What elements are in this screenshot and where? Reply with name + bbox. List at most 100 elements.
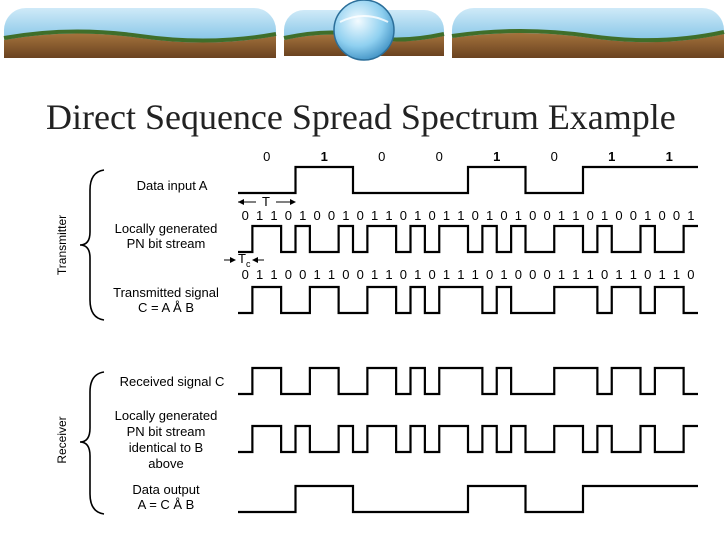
tx-bit-label-20: 0 [529, 267, 536, 282]
tx-bit-label-11: 0 [400, 267, 407, 282]
tx-bit-label-6: 1 [328, 267, 335, 282]
pn-bit-label-13: 0 [428, 208, 435, 223]
pn-bit-label-11: 0 [400, 208, 407, 223]
tx-bit-label-24: 1 [587, 267, 594, 282]
tx-bit-label-15: 1 [457, 267, 464, 282]
tx-bit-label-26: 1 [615, 267, 622, 282]
pn-bit-label-31: 1 [687, 208, 694, 223]
data-bit-label-3: 0 [436, 149, 443, 164]
tx-signal-label-2: C = A Å B [138, 300, 194, 315]
tx-bit-label-17: 0 [486, 267, 493, 282]
slide-title: Direct Sequence Spread Spectrum Example [46, 97, 676, 137]
bit-period-marker: T [238, 194, 296, 209]
tx-bit-label-4: 0 [299, 267, 306, 282]
tx-bit-label-7: 0 [342, 267, 349, 282]
tx-bit-label-13: 0 [428, 267, 435, 282]
pn-bit-label-1: 1 [256, 208, 263, 223]
rx-signal-label: Received signal C [120, 374, 225, 389]
tx-pn-label-2: PN bit stream [127, 236, 206, 251]
pn-bit-label-18: 0 [500, 208, 507, 223]
tx-bit-label-31: 0 [687, 267, 694, 282]
tx-bit-label-29: 1 [658, 267, 665, 282]
tx-signal-label-1: Transmitted signal [113, 285, 219, 300]
pn-bit-label-0: 0 [242, 208, 249, 223]
rx-pn-label-1: Locally generated [115, 408, 218, 423]
pn-bit-label-30: 0 [673, 208, 680, 223]
data-bit-label-5: 0 [551, 149, 558, 164]
pn-bit-label-16: 0 [472, 208, 479, 223]
data-bit-label-4: 1 [493, 149, 500, 164]
header-banner [3, 0, 725, 61]
pn-bit-label-27: 0 [630, 208, 637, 223]
tx-bit-label-16: 1 [472, 267, 479, 282]
tx-signal-waveform [238, 285, 698, 315]
tx-bit-label-1: 1 [256, 267, 263, 282]
tx-bit-label-28: 0 [644, 267, 651, 282]
pn-bit-label-26: 0 [615, 208, 622, 223]
transmitter-brace [79, 169, 105, 321]
pn-bit-label-4: 1 [299, 208, 306, 223]
pn-bit-label-15: 1 [457, 208, 464, 223]
pn-bit-label-6: 0 [328, 208, 335, 223]
data-input-waveform [238, 165, 698, 195]
pn-bit-label-28: 1 [644, 208, 651, 223]
rx-pn-label-2: PN bit stream [127, 424, 206, 439]
data-output-label-1: Data output [132, 482, 200, 497]
data-bit-label-0: 0 [263, 149, 270, 164]
pn-bit-label-12: 1 [414, 208, 421, 223]
tx-bit-label-10: 1 [385, 267, 392, 282]
pn-bit-label-2: 1 [270, 208, 277, 223]
pn-bit-label-5: 0 [313, 208, 320, 223]
tx-bit-label-0: 0 [242, 267, 249, 282]
pn-bit-label-8: 0 [357, 208, 364, 223]
pn-bit-label-21: 0 [543, 208, 550, 223]
tx-bit-label-27: 1 [630, 267, 637, 282]
tx-pn-waveform [238, 224, 698, 254]
data-output-waveform [238, 484, 698, 514]
pn-bit-label-22: 1 [558, 208, 565, 223]
pn-bit-label-10: 1 [385, 208, 392, 223]
dsss-diagram: Transmitter Receiver Data input A Locall… [55, 149, 698, 515]
pn-bit-label-25: 1 [601, 208, 608, 223]
tx-bit-label-22: 1 [558, 267, 565, 282]
rx-pn-label-4: above [148, 456, 183, 471]
pn-bit-label-23: 1 [572, 208, 579, 223]
pn-bit-label-24: 0 [587, 208, 594, 223]
pn-bit-label-7: 1 [342, 208, 349, 223]
globe-icon [333, 0, 395, 61]
pn-bit-label-9: 1 [371, 208, 378, 223]
rx-signal-waveform [238, 366, 698, 396]
chip-period-label: T [238, 251, 246, 266]
pn-bit-label-19: 1 [515, 208, 522, 223]
data-bit-label-6: 1 [608, 149, 615, 164]
bit-period-label: T [262, 194, 270, 209]
rx-pn-waveform [238, 424, 698, 454]
pn-bit-label-29: 0 [658, 208, 665, 223]
receiver-label: Receiver [55, 416, 69, 463]
data-input-label: Data input A [137, 178, 208, 193]
tx-bit-label-21: 0 [543, 267, 550, 282]
tx-bit-label-30: 1 [673, 267, 680, 282]
tx-bit-label-2: 1 [270, 267, 277, 282]
pn-bit-label-14: 1 [443, 208, 450, 223]
tx-bit-label-23: 1 [572, 267, 579, 282]
tx-bit-label-5: 1 [313, 267, 320, 282]
tx-pn-label-1: Locally generated [115, 221, 218, 236]
waveforms [238, 165, 698, 514]
rx-pn-label-3: identical to B [129, 440, 203, 455]
tx-bit-label-18: 1 [500, 267, 507, 282]
transmitter-label: Transmitter [55, 215, 69, 275]
tx-bit-label-9: 1 [371, 267, 378, 282]
receiver-brace [79, 371, 105, 515]
chip-period-marker: T c [224, 251, 264, 269]
data-bit-label-2: 0 [378, 149, 385, 164]
chip-period-subscript: c [246, 259, 251, 269]
tx-bit-label-12: 1 [414, 267, 421, 282]
data-bit-label-7: 1 [666, 149, 673, 164]
banner-panel-left [3, 8, 277, 58]
banner-panel-right [451, 8, 725, 58]
pn-bit-label-17: 1 [486, 208, 493, 223]
